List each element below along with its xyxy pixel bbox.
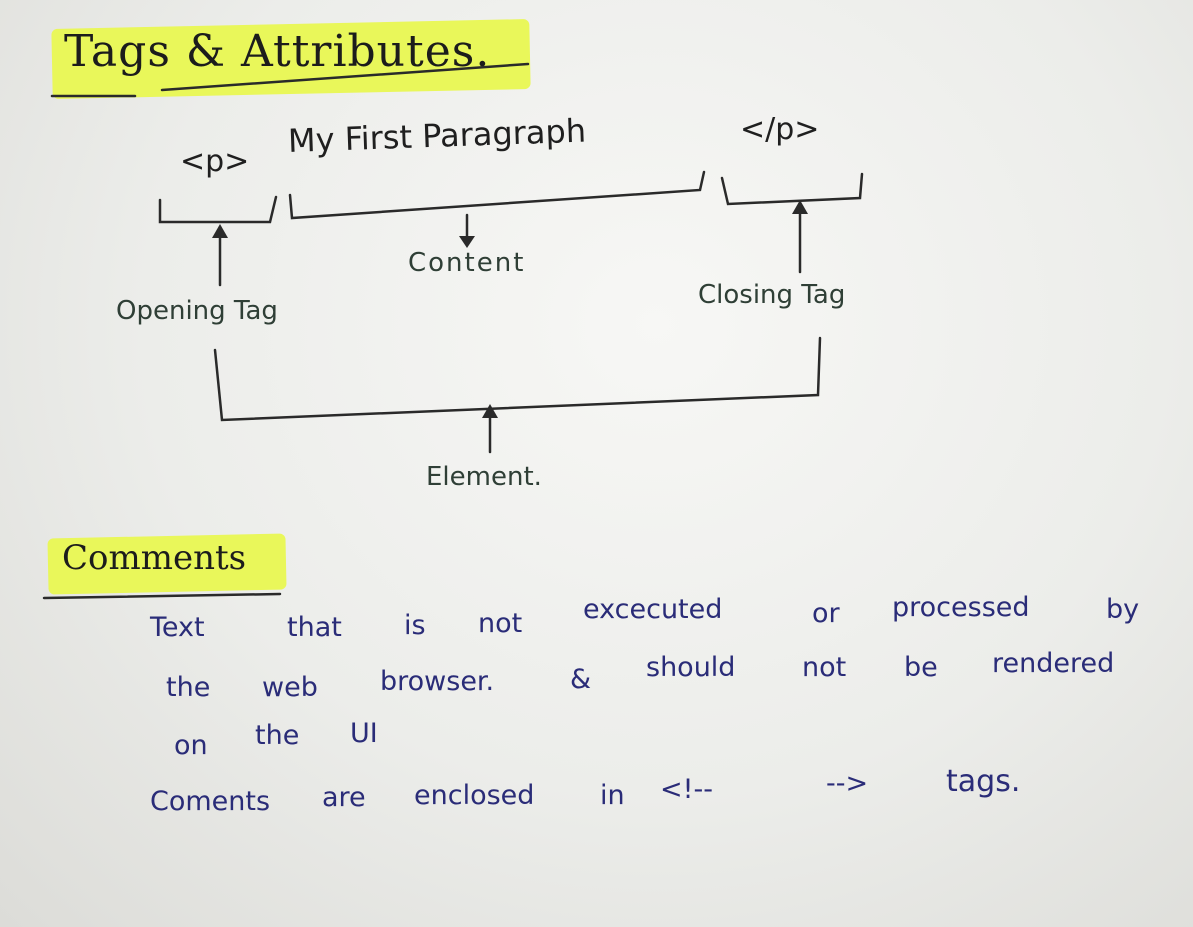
closing-tag-code: </p> [740, 112, 820, 147]
word: web [262, 672, 318, 703]
word: on [174, 730, 208, 761]
word: Text [150, 612, 205, 643]
word: enclosed [414, 780, 535, 811]
word: Coments [150, 786, 271, 817]
word: in [600, 780, 625, 811]
word: is [404, 610, 426, 641]
word: tags. [946, 764, 1021, 799]
word: processed [892, 592, 1030, 623]
opening-tag-code: <p> [180, 144, 250, 179]
word: <!-- [660, 774, 713, 805]
word: by [1106, 594, 1140, 625]
heading-underline [50, 62, 530, 98]
word: browser. [380, 666, 495, 697]
word: or [812, 598, 840, 629]
word: rendered [992, 648, 1115, 679]
content-label: Content [408, 248, 526, 278]
word: the [255, 720, 300, 751]
comments-underline [42, 592, 282, 600]
word: that [287, 612, 342, 643]
word: UI [350, 718, 378, 749]
content-arrow-head [459, 236, 475, 248]
word: not [802, 652, 847, 683]
word: & [570, 664, 592, 695]
word: should [646, 652, 736, 683]
element-arrow-head [482, 404, 498, 418]
word: not [478, 608, 523, 639]
closing-tag-bracket [720, 172, 864, 206]
content-bracket [288, 170, 706, 220]
closing-arrow-head [792, 200, 808, 214]
word: --> [826, 768, 869, 799]
element-bracket [213, 336, 822, 422]
page-title: Tags & Attributes. [64, 26, 491, 77]
comments-heading: Comments [62, 538, 247, 578]
word: the [166, 672, 211, 703]
word: be [904, 652, 938, 683]
word: are [322, 782, 366, 813]
opening-tag-label: Opening Tag [116, 296, 278, 326]
word: excecuted [583, 594, 723, 625]
closing-tag-label: Closing Tag [698, 280, 846, 310]
element-label: Element. [426, 462, 542, 492]
opening-arrow-head [212, 224, 228, 238]
opening-tag-bracket [158, 195, 278, 224]
